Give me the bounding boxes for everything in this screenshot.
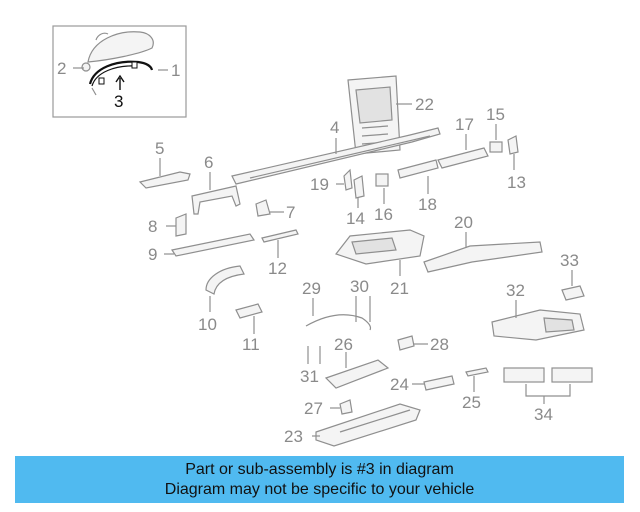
part-11 [235, 303, 263, 319]
part-10 [205, 265, 245, 295]
callout-32: 32 [506, 281, 525, 300]
callout-labels: 2 1 3 22 4 17 15 5 6 13 19 14 16 18 7 8 … [57, 59, 579, 446]
part-3-shape [88, 60, 154, 85]
callout-30: 30 [350, 277, 369, 296]
callout-15: 15 [486, 105, 505, 124]
part-34-left [503, 367, 545, 383]
callout-25: 25 [462, 393, 481, 412]
part-20 [423, 241, 543, 273]
parts-diagram: 2 1 3 22 4 17 15 5 6 13 19 14 16 18 7 8 … [52, 25, 593, 447]
part-22 [347, 75, 401, 155]
part-28 [397, 335, 415, 351]
part-32 [491, 309, 585, 341]
part-26 [324, 359, 390, 389]
callout-20: 20 [454, 213, 473, 232]
callout-12: 12 [268, 259, 287, 278]
callout-9: 9 [148, 245, 157, 264]
callout-23: 23 [284, 427, 303, 446]
part-13 [507, 135, 519, 155]
callout-10: 10 [198, 315, 217, 334]
callout-28: 28 [430, 335, 449, 354]
banner-line-2: Diagram may not be specific to your vehi… [164, 481, 475, 498]
part-7 [255, 199, 271, 217]
part-19 [343, 168, 353, 191]
callout-13: 13 [507, 173, 526, 192]
callout-3: 3 [114, 92, 123, 111]
part-5 [138, 171, 191, 189]
callout-2: 2 [57, 59, 66, 78]
part-21 [335, 229, 425, 265]
part-16 [375, 173, 389, 187]
part-15 [489, 141, 503, 153]
callout-8: 8 [148, 217, 157, 236]
callout-5: 5 [155, 139, 164, 158]
callout-27: 27 [304, 399, 323, 418]
callout-17: 17 [455, 115, 474, 134]
part-4 [231, 127, 441, 185]
part-17 [437, 147, 489, 169]
callout-29: 29 [302, 279, 321, 298]
callout-31: 31 [300, 367, 319, 386]
leader-lines [73, 67, 573, 437]
info-banner: Part or sub-assembly is #3 in diagram Di… [15, 456, 624, 503]
callout-24: 24 [390, 375, 409, 394]
callout-11: 11 [242, 335, 260, 354]
part-9 [171, 233, 255, 257]
part-8 [175, 213, 187, 237]
part-23 [315, 403, 421, 447]
callout-6: 6 [204, 153, 213, 172]
callout-26: 26 [334, 335, 353, 354]
callout-18: 18 [418, 195, 437, 214]
callout-16: 16 [374, 205, 393, 224]
part-24 [423, 375, 455, 391]
callout-4: 4 [330, 118, 339, 137]
callout-1: 1 [171, 61, 180, 80]
part-18 [397, 159, 439, 179]
callout-22: 22 [415, 95, 434, 114]
callout-19: 19 [310, 175, 329, 194]
part-27 [339, 399, 353, 415]
callout-21: 21 [390, 279, 409, 298]
part-14 [353, 175, 365, 199]
part-33 [561, 285, 585, 301]
callout-14: 14 [346, 209, 365, 228]
part-25 [465, 367, 489, 377]
part-34-right [551, 367, 593, 383]
callout-34: 34 [534, 405, 553, 424]
part-29-30 [305, 314, 372, 331]
banner-line-1: Part or sub-assembly is #3 in diagram [185, 461, 454, 478]
inset-box [52, 25, 187, 118]
part-6 [191, 185, 241, 215]
callout-33: 33 [560, 251, 579, 270]
callout-7: 7 [286, 203, 295, 222]
part-12 [261, 229, 299, 243]
